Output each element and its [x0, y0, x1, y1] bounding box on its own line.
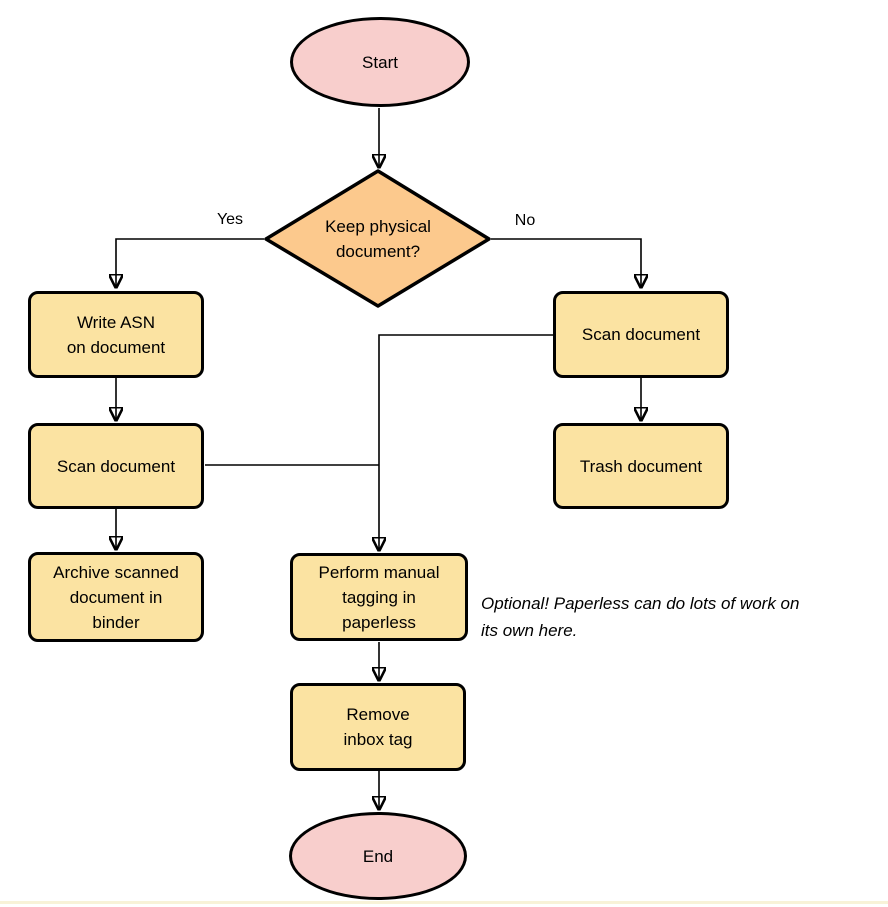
bottom-edge-strip — [0, 901, 888, 904]
node-trash: Trash document — [553, 423, 729, 509]
edge-decision-no-to-scan-right — [491, 238, 641, 287]
annotation-optional-note: Optional! Paperless can do lots of work … — [481, 594, 800, 640]
node-write-asn-label: Write ASN on document — [66, 312, 166, 357]
node-scan-right: Scan document — [553, 291, 729, 378]
node-scan-right-label: Scan document — [581, 325, 701, 344]
node-scan-left-label: Scan document — [56, 456, 176, 476]
node-end: End — [289, 812, 467, 900]
edge-label-yes: Yes — [216, 211, 244, 228]
node-archive: Archive scanned document in binder — [28, 552, 204, 642]
node-tagging-label: Perform manual tagging in paperless — [318, 562, 440, 632]
node-start-label: Start — [362, 52, 398, 72]
node-trash-label: Trash document — [579, 456, 703, 476]
node-decision-label: Keep physical document? — [325, 217, 431, 261]
edge-scan-right-to-tagging — [379, 334, 553, 550]
node-end-label: End — [362, 846, 394, 866]
node-archive-label: Archive scanned document in binder — [53, 562, 179, 632]
node-write-asn: Write ASN on document — [28, 291, 204, 378]
node-remove-inbox-label: Remove inbox tag — [343, 705, 413, 749]
edge-decision-yes-to-write-asn — [116, 238, 264, 287]
node-remove-inbox: Remove inbox tag — [290, 683, 466, 771]
node-start: Start — [290, 17, 470, 107]
node-tagging: Perform manual tagging in paperless — [290, 553, 468, 641]
node-scan-left: Scan document — [28, 423, 204, 509]
decision-diamond-shape — [264, 169, 491, 308]
edge-label-no: No — [514, 212, 536, 229]
